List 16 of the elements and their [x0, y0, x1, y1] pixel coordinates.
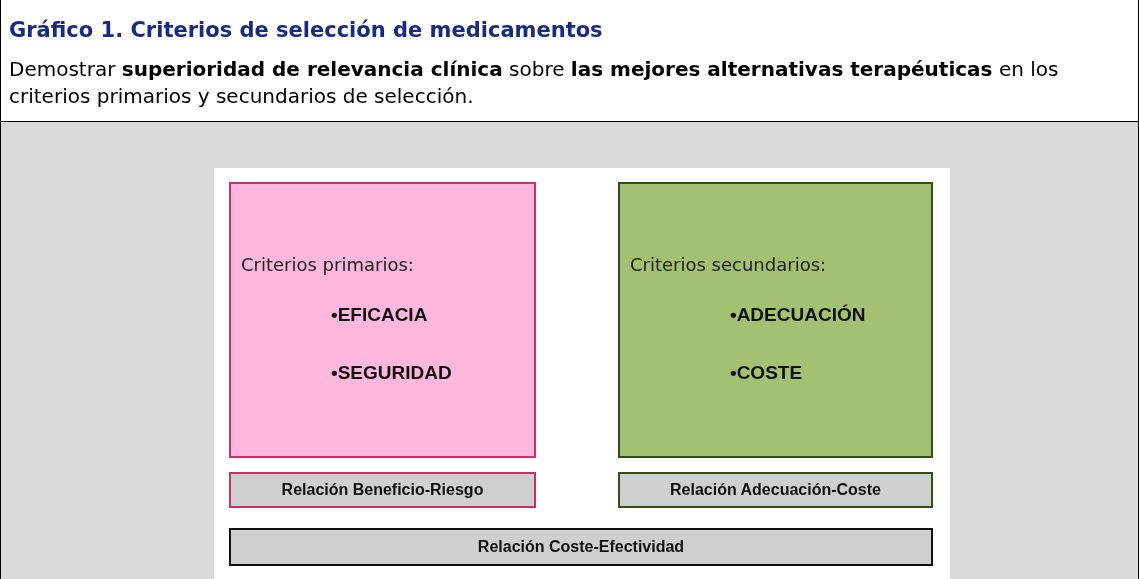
relation-label: Relación Beneficio-Riesgo — [281, 481, 484, 499]
criteria-box — [618, 182, 933, 458]
criterion-item: •EFICACIA — [331, 304, 428, 326]
criterion-item: •SEGURIDAD — [331, 362, 452, 384]
criteria-box — [229, 182, 536, 458]
relation-label: Relación Coste-Efectividad — [477, 538, 685, 556]
criterion-item: •COSTE — [730, 362, 803, 384]
criteria-heading: Criterios primarios: — [241, 254, 414, 275]
description-text: Demostrar superioridad de relevancia clínica sobre las mejores alternativas terapéuticas en los criterios primarios y secundarios de selección. — [9, 56, 1060, 110]
criteria-heading: Criterios secundarios: — [630, 254, 827, 275]
relation-box — [229, 528, 933, 566]
relation-label: Relación Adecuación-Coste — [670, 481, 881, 499]
criterion-item: •ADECUACIÓN — [730, 304, 866, 326]
figure-title: Gráfico 1. Criterios de selección de medicamentos — [9, 18, 603, 42]
relation-box — [229, 472, 536, 508]
relation-box — [618, 472, 933, 508]
